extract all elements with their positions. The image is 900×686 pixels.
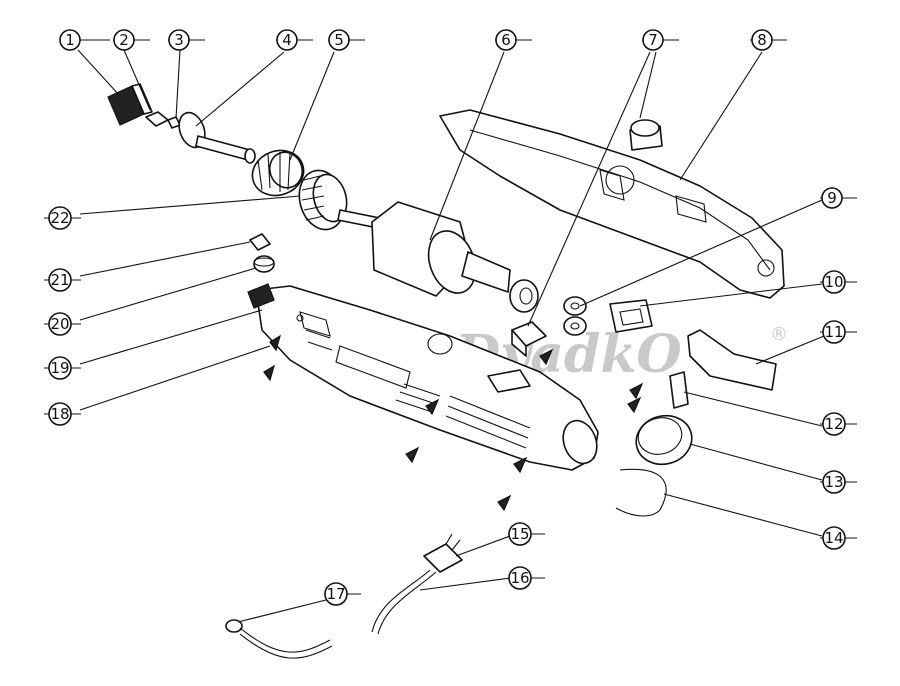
part-bearing [253,255,275,273]
callout-13: 13 [824,473,843,491]
callouts: 1 2 3 4 5 6 7 8 9 10 11 12 13 14 15 16 1… [48,29,846,606]
callout-10: 10 [824,273,843,291]
callout-12: 12 [824,415,843,433]
part-brush [249,233,271,251]
part-bracket-clip [669,371,689,409]
callout-18: 18 [50,405,69,423]
callout-2: 2 [119,31,129,49]
callout-21: 21 [50,271,69,289]
part-pin [167,116,181,129]
callout-14: 14 [824,529,843,547]
part-switch-block [609,299,653,333]
callout-5: 5 [334,31,344,49]
callout-16: 16 [510,569,529,587]
part-switch [511,119,663,357]
callout-4: 4 [282,31,292,49]
part-collet-nut [107,83,153,126]
screws [263,334,644,512]
callout-9: 9 [827,189,837,207]
callout-3: 3 [174,31,184,49]
callout-7: 7 [648,31,658,49]
part-spindle [178,111,256,164]
part-lower-housing [247,283,599,471]
callout-1: 1 [65,31,75,49]
part-plug [423,533,463,573]
part-gear-nut [251,149,305,197]
callout-19: 19 [50,359,69,377]
part-grommets [563,296,587,336]
part-cord [371,569,437,635]
part-motor [337,201,539,313]
part-fan [298,169,348,231]
part-upper-housing [439,109,785,299]
part-end-cap [635,414,693,466]
callout-8: 8 [757,31,767,49]
callout-20: 20 [50,315,69,333]
part-cable [225,619,333,659]
callout-17: 17 [326,585,345,603]
callout-11: 11 [824,323,843,341]
callout-22: 22 [50,209,69,227]
callout-15: 15 [510,525,529,543]
part-wire-clip [615,468,667,517]
callout-6: 6 [501,31,511,49]
watermark-reg-mark: ® [770,324,788,345]
part-bracket-plate [687,329,777,391]
part-collet [145,111,169,127]
